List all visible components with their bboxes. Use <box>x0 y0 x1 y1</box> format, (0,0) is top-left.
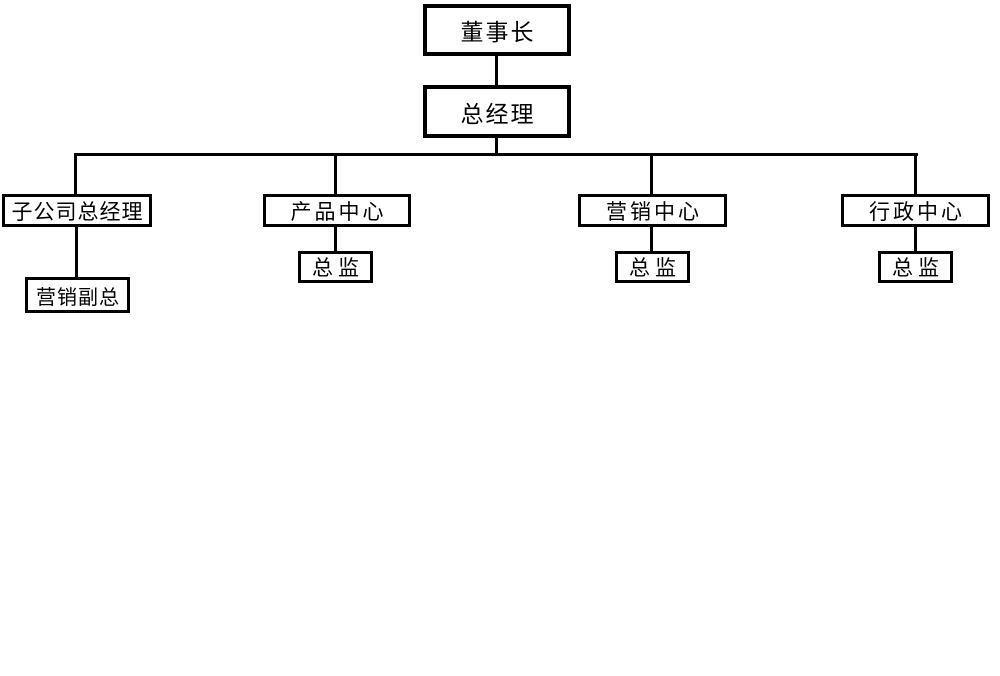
connector-gm-bus <box>495 136 498 154</box>
connector-marketing-center-director <box>650 226 653 252</box>
connector-bus-admin-center <box>914 153 917 195</box>
node-admin-director: 总监 <box>878 251 953 283</box>
node-marketing-vp: 营销副总 <box>25 277 130 313</box>
connector-chairman-gm <box>495 56 498 85</box>
node-chairman: 董事长 <box>423 4 571 56</box>
node-admin-center: 行政中心 <box>841 194 990 227</box>
connector-subsidiary-gm-marketing-vp <box>75 226 78 278</box>
node-marketing-center: 营销中心 <box>578 194 727 227</box>
connector-admin-center-director <box>914 226 917 252</box>
node-general-manager: 总经理 <box>423 85 571 138</box>
node-marketing-director: 总监 <box>615 251 690 283</box>
connector-bus-subsidiary-gm <box>74 153 77 195</box>
connector-bus-marketing-center <box>650 153 653 195</box>
connector-product-center-director <box>334 226 337 252</box>
node-product-director: 总监 <box>298 251 373 283</box>
connector-bus-product-center <box>334 153 337 195</box>
node-product-center: 产品中心 <box>263 194 411 227</box>
node-subsidiary-general-manager: 子公司总经理 <box>2 194 152 227</box>
connector-horizontal-bus <box>74 153 918 156</box>
